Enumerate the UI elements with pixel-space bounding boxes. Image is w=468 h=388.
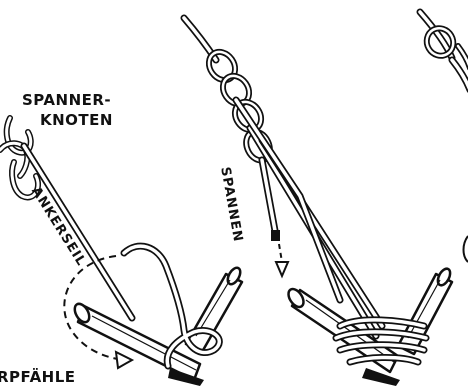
panel-1-knot (0, 118, 243, 386)
panel-1-anchor-rope (24, 146, 132, 318)
knot-title-line-2: KNOTEN (40, 113, 113, 128)
knot-title-line-1: SPANNER- (22, 93, 111, 108)
panel-1-stake-upright (186, 266, 243, 352)
stakes-label: RPFÄHLE (0, 370, 76, 385)
panel-3-partial-knot (420, 12, 468, 262)
